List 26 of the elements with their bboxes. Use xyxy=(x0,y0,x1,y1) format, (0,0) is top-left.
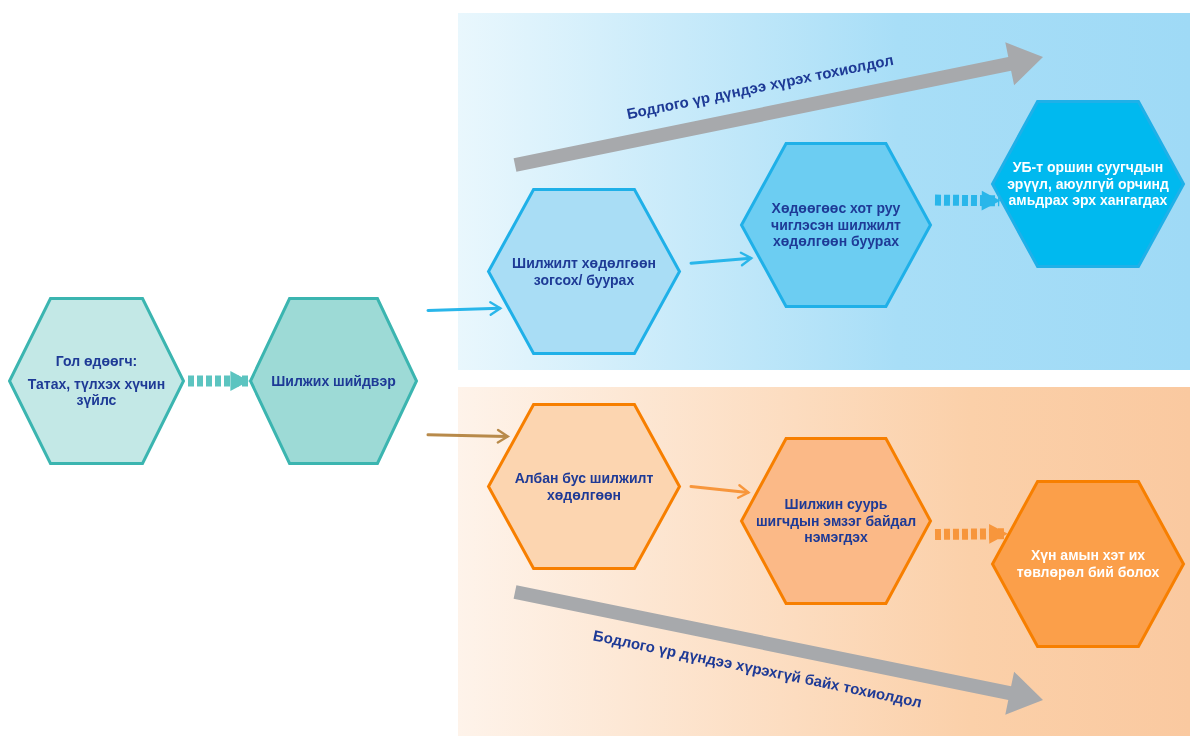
node-text: Гол өдөөгч: xyxy=(55,352,138,370)
node-text: Албан бус шилжилт хөдөлгөөн xyxy=(513,469,655,504)
arrow xyxy=(689,484,750,499)
node-text: Шилжих шийдвэр xyxy=(271,372,396,390)
hexagon-node xyxy=(8,297,185,465)
node-text: Шилжин суурь шигчдын эмзэг байдал нэмэгдэх xyxy=(754,495,918,547)
arrow xyxy=(188,371,250,391)
arrow xyxy=(934,524,1008,544)
scenario-label: Бодлого үр дүндээ хүрэхгүй байх тохиолдол xyxy=(591,626,923,710)
hexagon-node xyxy=(740,142,932,308)
scenario-label: Бодлого үр дүндээ хүрэх тохиолдол xyxy=(625,50,895,122)
node-text: Хөдөөгөөс хот руу чиглэсэн шилжилт хөдөлгөөн буурах xyxy=(770,199,902,251)
hexagon-node xyxy=(991,480,1185,648)
node-text: Татах, түлхэх хүчин зүйлс xyxy=(26,375,167,410)
arrow xyxy=(426,428,509,444)
node-text: УБ-т оршин суугчдын эрүүл, аюулгүй орчинд амьдрах эрх хангагдах xyxy=(1006,158,1170,210)
hexagon-node xyxy=(991,100,1185,268)
arrow xyxy=(934,190,1001,211)
hexagon-node xyxy=(487,403,681,570)
arrow xyxy=(689,251,753,267)
hexagon-node xyxy=(487,188,681,355)
node-text: Хүн амын хэт их төвлөрөл бий болох xyxy=(1015,547,1161,581)
arrow xyxy=(426,301,502,316)
node-text: Шилжилт хөдөлгөөн зогсох/ буурах xyxy=(511,254,657,289)
hexagon-node xyxy=(740,437,932,605)
hexagon-node xyxy=(249,297,418,465)
